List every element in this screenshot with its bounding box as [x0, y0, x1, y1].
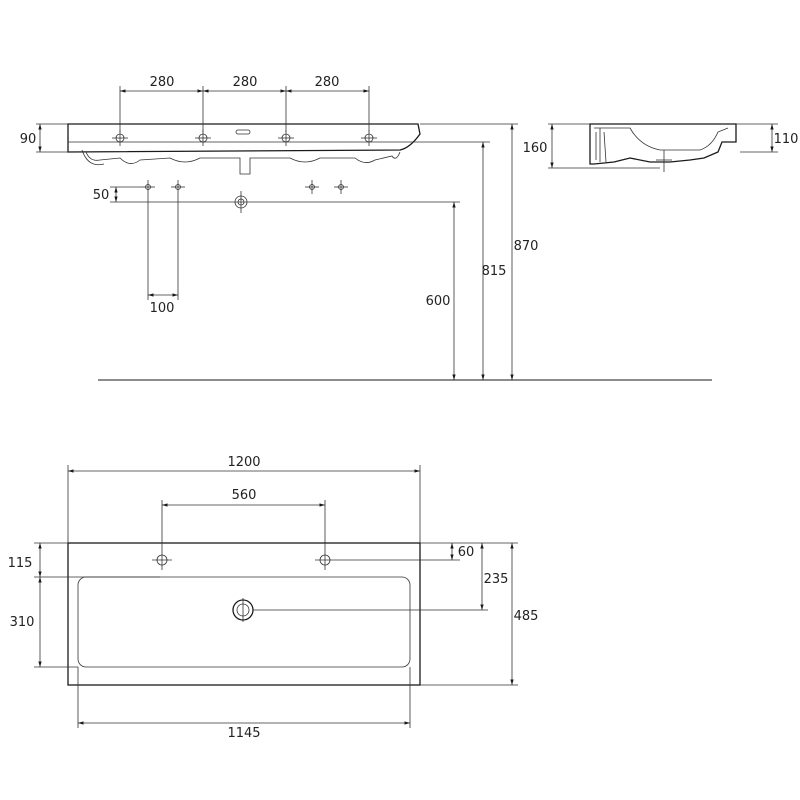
plan-outer-outline — [67, 542, 421, 686]
front-view: 280 280 280 90 50 — [20, 75, 712, 381]
tap-hole-2 — [195, 130, 211, 146]
dim-1200: 1200 — [227, 455, 260, 470]
dim-280-b: 280 — [233, 75, 258, 90]
side-view-wall — [594, 127, 607, 163]
valve-1 — [141, 180, 155, 194]
dim-310: 310 — [10, 615, 35, 630]
plan-view: 1200 560 115 310 1145 60 235 485 — [8, 455, 539, 741]
plan-basin-outline — [77, 576, 411, 668]
dim-600: 600 — [426, 294, 451, 309]
drain-outlet — [230, 191, 252, 213]
tap-hole-3 — [278, 130, 294, 146]
dim-560: 560 — [232, 488, 257, 503]
dim-115: 115 — [8, 556, 33, 571]
basin-front-outline — [67, 123, 421, 153]
side-view-bowl — [600, 127, 729, 151]
dim-50: 50 — [93, 188, 110, 203]
valve-3 — [305, 180, 319, 194]
dim-280-c: 280 — [315, 75, 340, 90]
dim-110: 110 — [774, 132, 799, 147]
plan-tap-hole-right — [315, 550, 335, 570]
overflow-slot — [235, 129, 251, 135]
dim-90: 90 — [20, 132, 37, 147]
dim-870: 870 — [514, 239, 539, 254]
dim-60: 60 — [458, 545, 475, 560]
dim-815: 815 — [482, 264, 507, 279]
dim-235: 235 — [484, 572, 509, 587]
dim-1145: 1145 — [227, 726, 260, 741]
basin-underside — [85, 151, 401, 175]
dim-280-a: 280 — [150, 75, 175, 90]
valve-2 — [171, 180, 185, 194]
plan-drain — [232, 598, 254, 622]
dim-485: 485 — [514, 609, 539, 624]
tap-hole-1 — [112, 130, 128, 146]
side-view: 160 110 — [523, 123, 799, 172]
valve-4 — [334, 180, 348, 194]
dim-160: 160 — [523, 141, 548, 156]
plan-tap-hole-left — [152, 550, 172, 570]
dim-100: 100 — [150, 301, 175, 316]
basin-underside-2 — [81, 149, 105, 166]
side-view-outline — [589, 123, 737, 165]
tap-hole-4 — [361, 130, 377, 146]
